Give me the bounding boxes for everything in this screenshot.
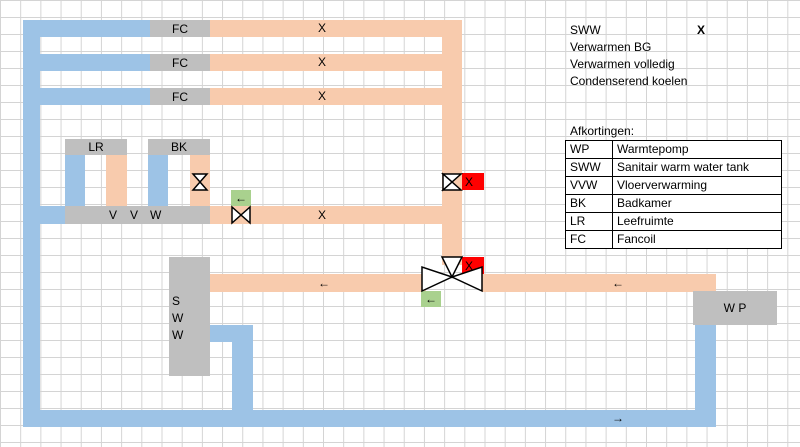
floorheating-pipe-mark: X bbox=[318, 208, 327, 222]
supply-pipe-fc2 bbox=[210, 54, 444, 71]
bk-valve-icon[interactable] bbox=[190, 172, 210, 192]
manifold-label-v2: V bbox=[130, 208, 139, 222]
return-pipe-heatpump-riser bbox=[695, 325, 716, 427]
upper-valve-mark: X bbox=[465, 175, 474, 189]
sww-letter-w1: W bbox=[172, 311, 184, 325]
manifold-flow-marker: ← bbox=[231, 190, 251, 206]
return-pipe-lr-loop bbox=[65, 155, 85, 206]
supply-pipe-floorheating bbox=[210, 206, 444, 224]
bottom-return-arrow: → bbox=[612, 411, 624, 425]
legend-full: Badkamer bbox=[612, 194, 782, 213]
fc1-pipe-mark: X bbox=[318, 21, 327, 35]
legend-abbr: FC bbox=[565, 230, 613, 249]
return-pipe-fc3 bbox=[23, 88, 150, 105]
room-lr-block: LR bbox=[65, 139, 127, 155]
legend-full: Sanitair warm water tank bbox=[612, 158, 782, 177]
return-pipe-sww-connector bbox=[209, 325, 253, 342]
return-pipe-manifold bbox=[23, 206, 65, 224]
legend-abbr: WP bbox=[565, 140, 613, 159]
mode-condenserend-koelen: Condenserend koelen bbox=[570, 74, 688, 88]
legend-full: Vloerverwarming bbox=[612, 176, 782, 195]
fc2-pipe-mark: X bbox=[318, 55, 327, 69]
supply-pipe-heatpump bbox=[482, 274, 716, 292]
manifold-valve-icon[interactable] bbox=[230, 205, 252, 225]
mode-active-mark: X bbox=[697, 23, 706, 37]
return-pipe-bk-loop bbox=[148, 155, 168, 206]
return-pipe-fc2 bbox=[23, 54, 150, 71]
three-way-valve-icon[interactable] bbox=[420, 255, 484, 295]
legend-abbr: VVW bbox=[565, 176, 613, 195]
legend-full: Warmtepomp bbox=[612, 140, 782, 159]
sww-letter-s: S bbox=[172, 294, 181, 308]
supply-pipe-fc3 bbox=[210, 88, 444, 105]
supply-pipe-fc1 bbox=[210, 20, 462, 37]
heatpump-label: W P bbox=[723, 301, 747, 315]
fancoil-2: FC bbox=[150, 54, 210, 71]
supply-pipe-lr-loop bbox=[106, 155, 127, 206]
sww-letter-w2: W bbox=[172, 328, 184, 342]
supply-pipe-sww bbox=[210, 274, 426, 292]
return-pipe-fc1 bbox=[23, 20, 150, 37]
fancoil-label: FC bbox=[172, 21, 188, 36]
fancoil-label: FC bbox=[172, 55, 188, 70]
manifold-label-w: W bbox=[150, 208, 162, 222]
return-pipe-sww-riser bbox=[232, 325, 253, 417]
legend-abbr: LR bbox=[565, 212, 613, 231]
supply-pipe-riser bbox=[442, 20, 462, 265]
upper-valve-closed-marker: X bbox=[462, 173, 484, 190]
room-bk-label: BK bbox=[170, 140, 187, 154]
legend-full: Leefruimte bbox=[612, 212, 782, 231]
floorheating-manifold bbox=[65, 206, 210, 224]
fancoil-label: FC bbox=[172, 89, 188, 104]
supply-pipe-heatpump-riser bbox=[695, 274, 716, 292]
heatpump-supply-arrow: ← bbox=[612, 276, 624, 290]
fancoil-1: FC bbox=[150, 20, 210, 37]
main-valve-mark: X bbox=[465, 259, 474, 273]
manifold-flow-arrow: ← bbox=[235, 191, 247, 205]
room-bk-block: BK bbox=[148, 139, 210, 155]
sww-tank bbox=[169, 257, 210, 376]
return-pipe-bottom bbox=[23, 410, 716, 427]
mode-verwarmen-volledig: Verwarmen volledig bbox=[570, 57, 675, 71]
room-lr-label: LR bbox=[88, 140, 104, 154]
sww-return-arrow: ← bbox=[318, 276, 330, 290]
legend-title: Afkortingen: bbox=[570, 124, 635, 138]
mode-verwarmen-bg: Verwarmen BG bbox=[570, 40, 652, 54]
fc3-pipe-mark: X bbox=[318, 89, 327, 103]
legend-abbr: SWW bbox=[565, 158, 613, 177]
main-valve-flow-marker: ← bbox=[421, 291, 441, 307]
fancoil-3: FC bbox=[150, 88, 210, 105]
legend-full: Fancoil bbox=[612, 230, 782, 249]
upper-valve-icon[interactable] bbox=[441, 172, 463, 192]
manifold-label-v1: V bbox=[109, 208, 118, 222]
heatpump-unit: W P bbox=[693, 291, 777, 325]
legend-abbr: BK bbox=[565, 194, 613, 213]
main-valve-flow-arrow: ← bbox=[425, 292, 437, 306]
mode-sww: SWW bbox=[570, 23, 601, 37]
